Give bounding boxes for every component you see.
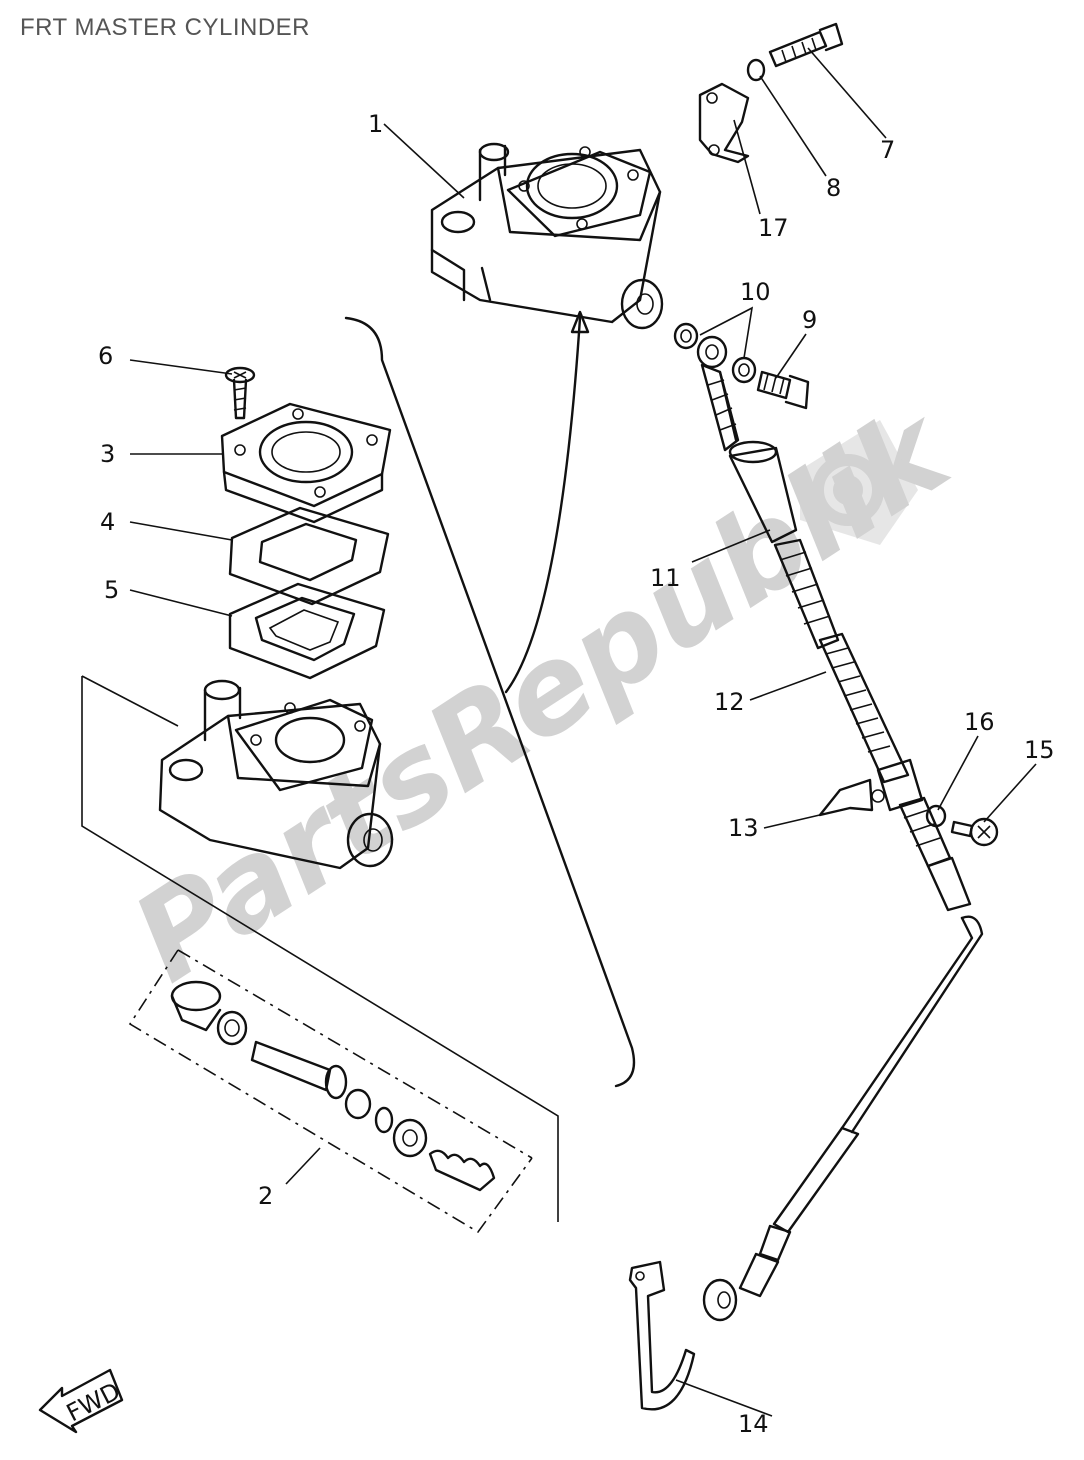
watermark-flag-shape bbox=[800, 420, 918, 545]
callout-14: 14 bbox=[738, 1410, 769, 1438]
brake-hose-11 bbox=[696, 335, 840, 650]
banjo-bolt-9 bbox=[756, 370, 810, 410]
assembly-arrow bbox=[504, 316, 582, 694]
hook-bracket-14 bbox=[628, 1260, 696, 1411]
diaphragm-5 bbox=[228, 582, 386, 680]
reservoir-cap-3 bbox=[220, 402, 392, 524]
fwd-label: FWD bbox=[62, 1377, 125, 1427]
fwd-arrow-icon: FWD bbox=[38, 1368, 125, 1434]
arrow-head-icon bbox=[570, 310, 590, 334]
washer-16 bbox=[925, 804, 947, 828]
callout-12: 12 bbox=[714, 688, 745, 716]
callout-1: 1 bbox=[368, 110, 383, 138]
callout-3: 3 bbox=[100, 440, 115, 468]
callout-16: 16 bbox=[964, 708, 995, 736]
piston-kit-2 bbox=[128, 949, 533, 1234]
bolt-7 bbox=[768, 22, 844, 68]
callout-9: 9 bbox=[802, 306, 817, 334]
callout-4: 4 bbox=[100, 508, 115, 536]
leader-lines bbox=[129, 47, 1037, 1417]
callout-15: 15 bbox=[1024, 736, 1055, 764]
callout-6: 6 bbox=[98, 342, 113, 370]
brake-pipe bbox=[702, 915, 984, 1322]
brake-hose-12 bbox=[818, 632, 972, 912]
washer-8 bbox=[746, 58, 766, 82]
washer-10-b bbox=[731, 356, 757, 384]
washer-10-a bbox=[673, 322, 699, 350]
callout-13: 13 bbox=[728, 814, 759, 842]
callout-8: 8 bbox=[826, 174, 841, 202]
callout-11: 11 bbox=[650, 564, 681, 592]
callout-5: 5 bbox=[104, 576, 119, 604]
callout-10: 10 bbox=[740, 278, 771, 306]
screw-15 bbox=[950, 817, 999, 847]
assembly-curve bbox=[344, 316, 636, 1088]
clamp-part bbox=[698, 82, 750, 164]
callout-7: 7 bbox=[880, 136, 895, 164]
master-cylinder-body bbox=[158, 679, 394, 870]
assembly-bracket-line bbox=[81, 675, 559, 1222]
master-cylinder-assembly bbox=[430, 142, 664, 330]
callout-2: 2 bbox=[258, 1182, 273, 1210]
page-title: FRT MASTER CYLINDER bbox=[20, 14, 310, 41]
gasket-4 bbox=[228, 506, 390, 606]
screw-6 bbox=[224, 366, 256, 420]
callout-labels: 1 2 3 4 5 6 7 8 9 10 11 12 13 14 15 16 1… bbox=[98, 110, 1055, 1438]
bracket-13 bbox=[818, 778, 874, 817]
callout-17: 17 bbox=[758, 214, 789, 242]
